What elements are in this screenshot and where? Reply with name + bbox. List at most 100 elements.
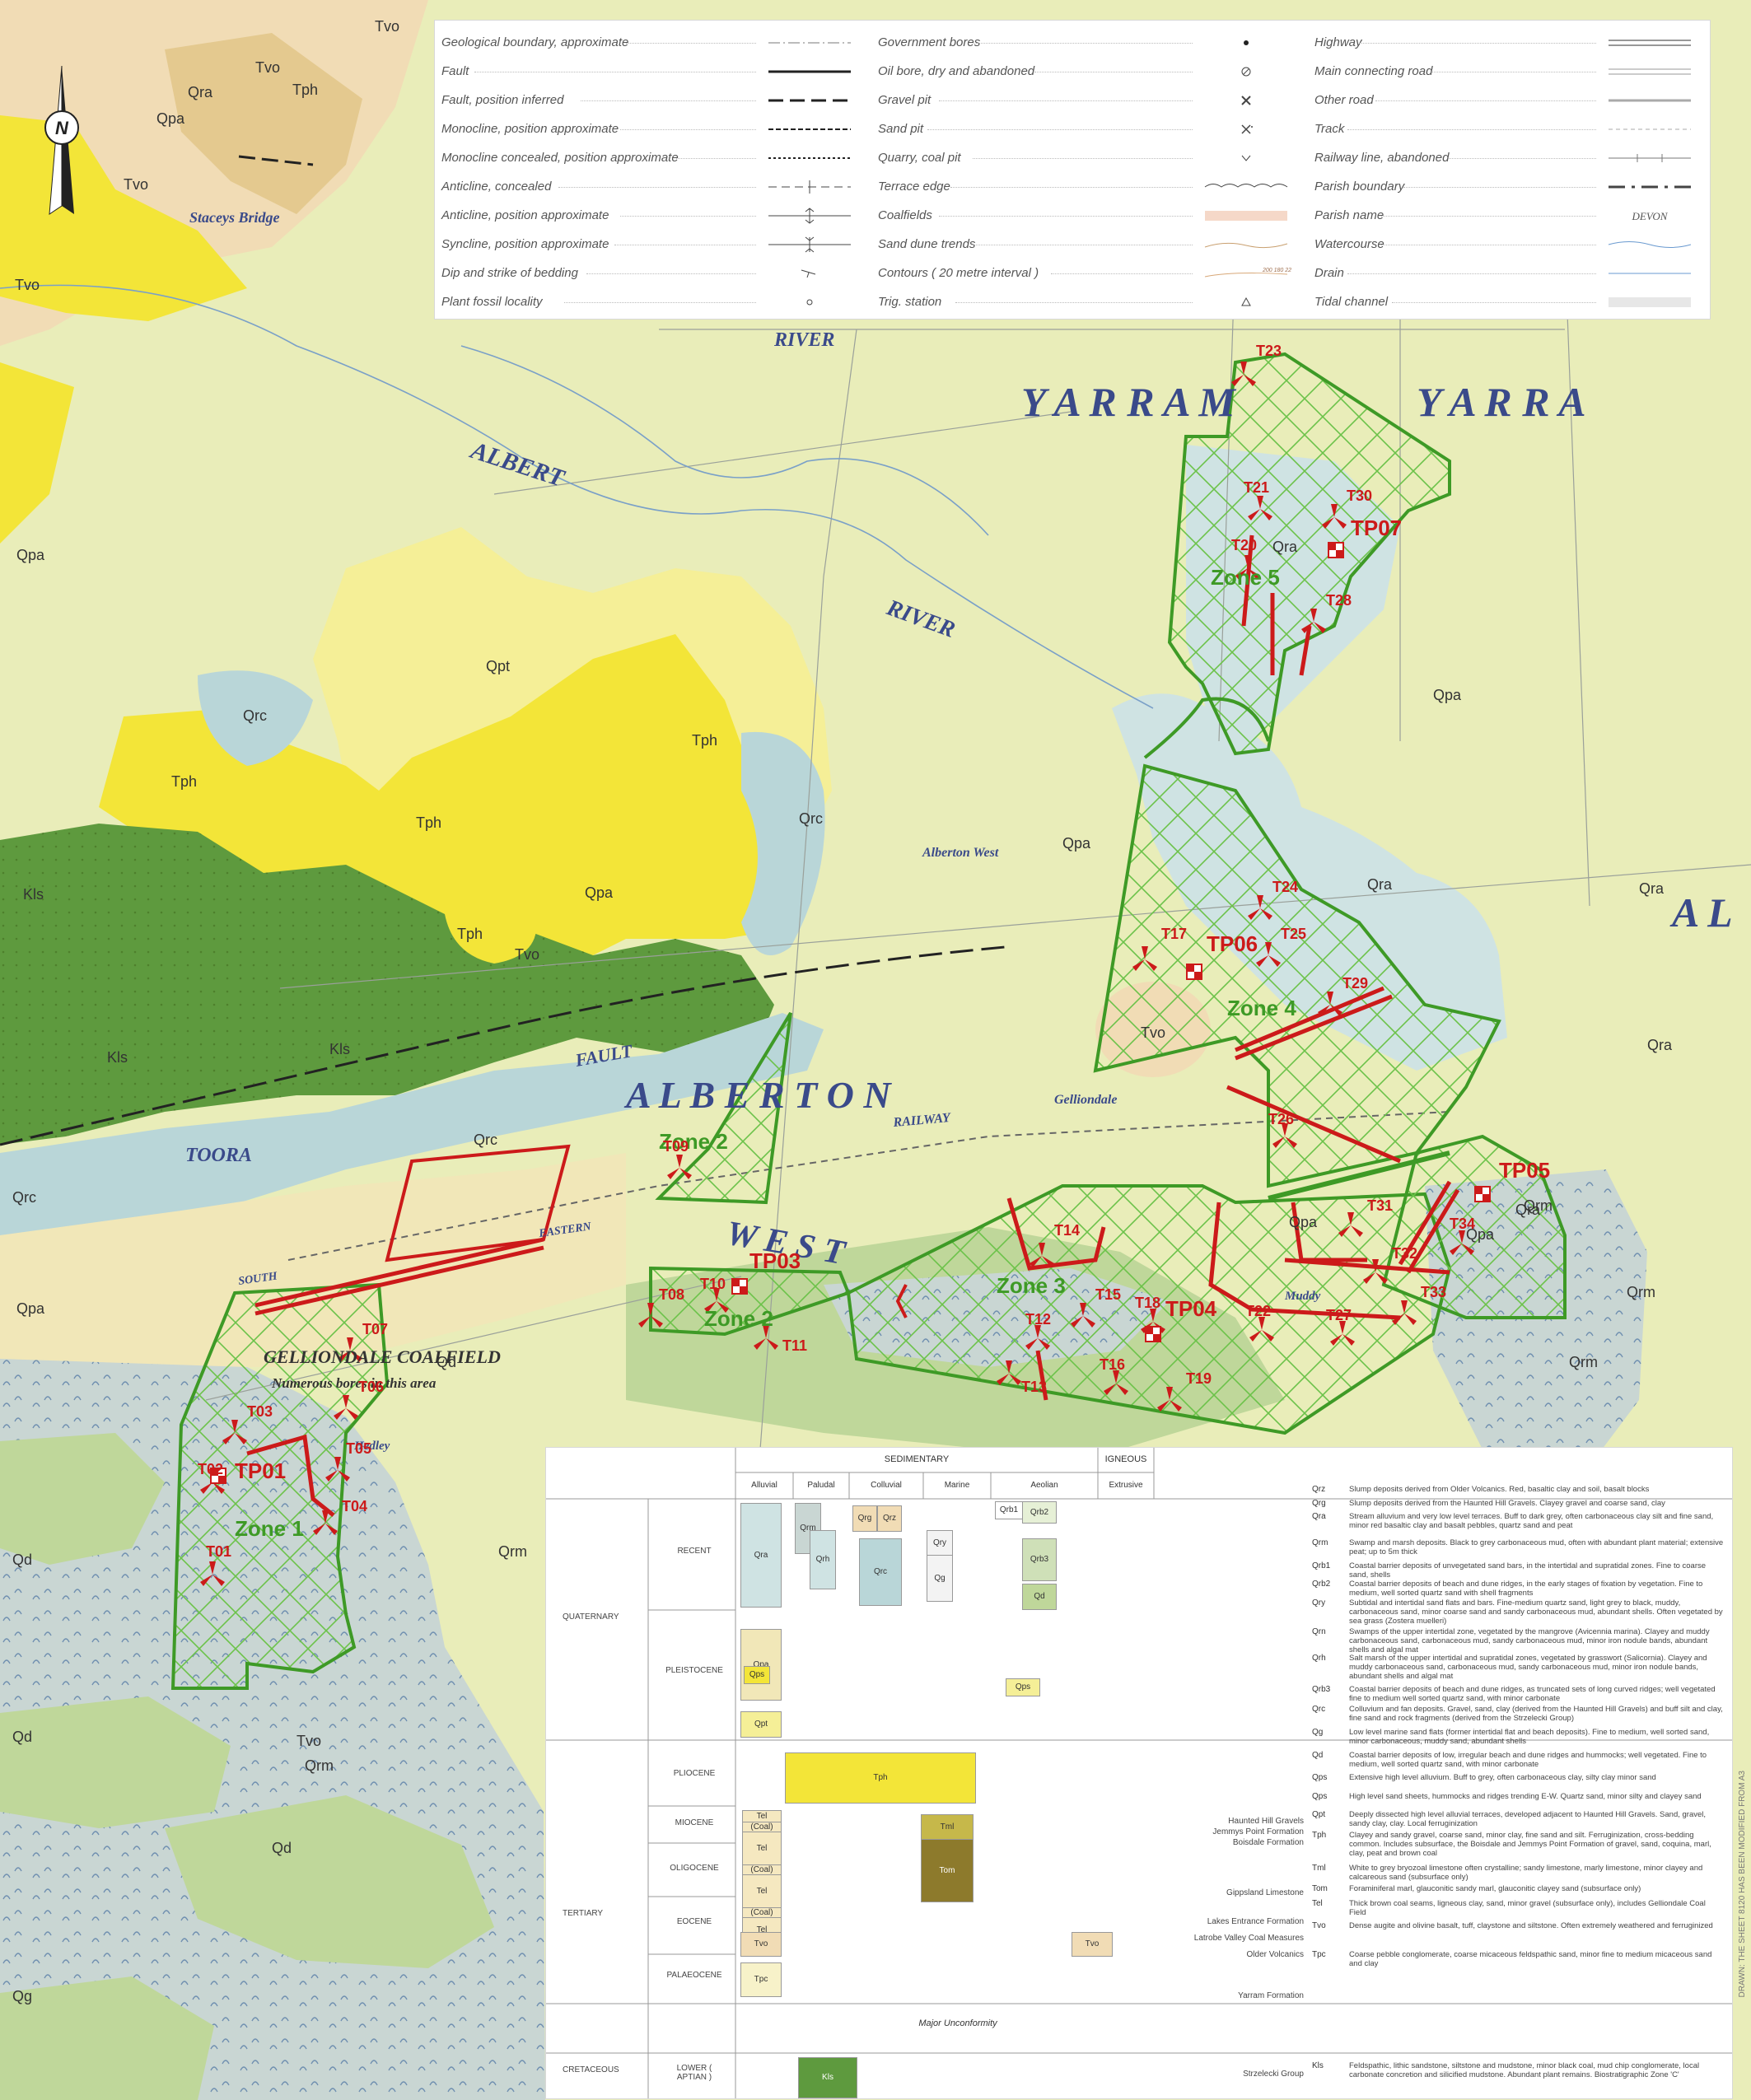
turbine-icon <box>1104 1370 1128 1395</box>
strat-unit-box: Tel <box>742 1810 782 1823</box>
legend-row: Anticline, position approximate <box>435 202 863 231</box>
legend-label: Contours ( 20 metre interval ) <box>878 266 1039 280</box>
turbine-icon <box>997 1360 1021 1385</box>
turbine-label-T16: T16 <box>1100 1356 1125 1373</box>
qrc-lake-b <box>741 731 825 955</box>
legend-label: Terrace edge <box>878 180 950 194</box>
qd-patch-c <box>165 1795 494 1968</box>
turbine-label-T13: T13 <box>1021 1379 1047 1395</box>
zone-link-road <box>1268 1150 1450 1201</box>
legend-label: Anticline, concealed <box>441 180 552 194</box>
legend-label: Parish name <box>1314 208 1384 222</box>
strat-epoch: PALAEOCENE <box>666 1971 722 1980</box>
legend-symbol-icon <box>806 299 813 306</box>
legend-label: Monocline concealed, position approximat… <box>441 151 679 165</box>
legend-label: Geological boundary, approximate <box>441 35 629 49</box>
legend-row: Sand dune trends <box>871 231 1300 259</box>
legend-leader <box>586 273 756 274</box>
testpit-icon <box>1145 1326 1161 1342</box>
qpa-south <box>0 1153 626 1367</box>
strat-unit-box: Qps <box>744 1666 770 1684</box>
strat-unit-description: Deeply dissected high level alluvial ter… <box>1349 1810 1707 1828</box>
place-label-gelliondale: Gelliondale <box>1054 1093 1117 1107</box>
geology-label-g7: Tvo <box>15 277 40 293</box>
turbine-label-T09: T09 <box>663 1138 689 1155</box>
legend-label: Highway <box>1314 35 1362 49</box>
place-label-al: A L <box>1669 889 1733 936</box>
turbine-icon <box>313 1510 338 1535</box>
strat-period: TERTIARY <box>563 1909 604 1918</box>
testpit-label-tp04: TP04 <box>1165 1296 1217 1321</box>
strat-unit-box: Tpc <box>740 1962 782 1997</box>
legend-label: Government bores <box>878 35 981 49</box>
zone-label-z2b: Zone 2 <box>704 1306 773 1331</box>
turbine-label-T22: T22 <box>1245 1303 1271 1319</box>
strat-formation: Latrobe Valley Coal Measures <box>1193 1934 1304 1943</box>
turbine-label-T29: T29 <box>1342 975 1368 992</box>
strat-period: QUATERNARY <box>563 1612 619 1622</box>
strat-unit-box: Tom <box>921 1839 974 1902</box>
place-label-albertonwest: Alberton West <box>922 846 999 860</box>
geology-label-g9: Qpt <box>486 658 510 674</box>
testpit-icon <box>731 1278 748 1295</box>
turbine-label-T17: T17 <box>1161 926 1187 942</box>
strat-unit-box: Qd <box>1022 1584 1057 1610</box>
legend-leader <box>972 158 1193 159</box>
legend-label: Quarry, coal pit <box>878 151 961 165</box>
tvo-hills <box>165 33 362 214</box>
geology-label-g16: Tph <box>457 926 483 942</box>
turbine-markers <box>200 362 1474 1586</box>
legend-leader <box>1375 100 1596 101</box>
strat-unit-code: Tom <box>1312 1884 1328 1893</box>
legend-row: Coalfields <box>871 202 1300 231</box>
turbine-icon <box>338 1337 362 1362</box>
legend-symbol-icon <box>1609 273 1691 274</box>
legend-row: Anticline, concealed <box>435 173 863 202</box>
turbine-label-T14: T14 <box>1054 1222 1080 1239</box>
strat-unit-code: Tph <box>1312 1831 1327 1840</box>
geology-label-g27: Qrm <box>305 1757 334 1774</box>
strat-unit-box: Qrz <box>877 1505 902 1532</box>
geology-label-g23: Qd <box>437 1354 456 1370</box>
strat-unit-code: Qg <box>1312 1728 1324 1737</box>
legend-label: Tidal channel <box>1314 295 1389 309</box>
legend-leader <box>1347 273 1596 274</box>
legend-label: Main connecting road <box>1314 64 1433 78</box>
turbine-icon <box>667 1155 692 1179</box>
legend-leader <box>1380 216 1596 217</box>
legend-symbol-icon <box>768 42 851 44</box>
turbine-icon <box>1322 504 1347 529</box>
strat-epoch: PLEISTOCENE <box>665 1666 723 1675</box>
legend-leader <box>927 129 1193 130</box>
zone-label-z3: Zone 3 <box>997 1273 1066 1298</box>
strat-unit-description: Low level marine sand flats (former inte… <box>1349 1728 1710 1746</box>
legend-symbol-icon <box>768 70 851 73</box>
legend-row: Railway line, abandoned <box>1308 144 1703 173</box>
legend-symbol-icon <box>768 128 851 130</box>
legend-row: Highway <box>1308 29 1703 58</box>
legend-symbol-icon <box>1609 154 1691 162</box>
strat-unit-description: Slump deposits derived from Older Volcan… <box>1349 1485 1650 1494</box>
legend-symbol-icon <box>1609 128 1691 130</box>
legend-leader <box>950 187 1193 188</box>
geology-label-g39: Qrm <box>1569 1354 1598 1370</box>
geology-label-g13: Tph <box>416 814 441 831</box>
strat-epoch: LOWER ( APTIAN ) <box>676 2064 712 2082</box>
fault-line <box>0 945 1006 1146</box>
legend-symbol-icon <box>768 180 851 194</box>
legend-row: Government bores <box>871 29 1300 58</box>
strat-unit-description: Clayey and sandy gravel, coarse sand, mi… <box>1349 1831 1711 1858</box>
geology-label-g37: Qpa <box>1466 1226 1495 1243</box>
legend-symbol-icon <box>1609 99 1691 102</box>
geology-label-g24: Qd <box>12 1552 32 1568</box>
geology-label-g30: Qpa <box>585 884 614 901</box>
strat-unit-code: Qrb1 <box>1312 1561 1331 1570</box>
qd-patch-b <box>0 1696 231 1828</box>
testpit-label-tp03: TP03 <box>749 1248 801 1273</box>
strat-unit-code: Qry <box>1312 1598 1326 1608</box>
testpit-label-tp06: TP06 <box>1207 931 1258 956</box>
